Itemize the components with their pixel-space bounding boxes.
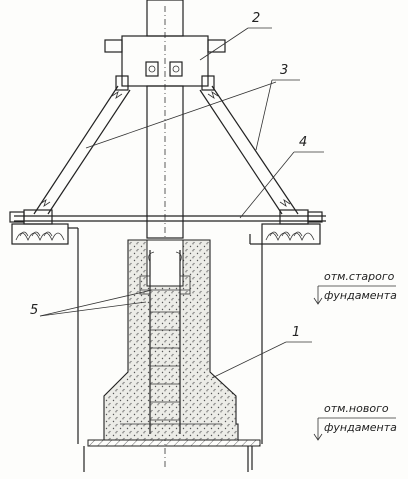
callout-1: 1: [292, 325, 300, 340]
callout-3: 3: [280, 63, 288, 78]
pile-tips: [83, 446, 253, 472]
right-support: [261, 223, 321, 245]
elevation-old-marker: отм.старого фундамента: [313, 270, 397, 305]
diagonal-braces: [33, 85, 299, 215]
elevation-new-line2: фундамента: [324, 421, 397, 434]
top-clamp: [104, 35, 226, 91]
leader-lines: [39, 27, 324, 379]
callout-5: 5: [30, 303, 38, 318]
elevation-new-line1: отм.нового: [324, 402, 389, 415]
elevation-new-marker: отм.нового фундамента: [313, 402, 397, 441]
left-support: [11, 223, 69, 245]
elevation-old-line2: фундамента: [324, 289, 397, 302]
callout-2: 2: [252, 11, 260, 26]
reinforcement: [139, 250, 191, 434]
horizontal-tie: [9, 209, 326, 225]
callout-4: 4: [299, 135, 307, 150]
foundation-concrete: [87, 239, 261, 447]
pit-walls: [68, 227, 263, 444]
elevation-old-line1: отм.старого: [324, 270, 395, 283]
